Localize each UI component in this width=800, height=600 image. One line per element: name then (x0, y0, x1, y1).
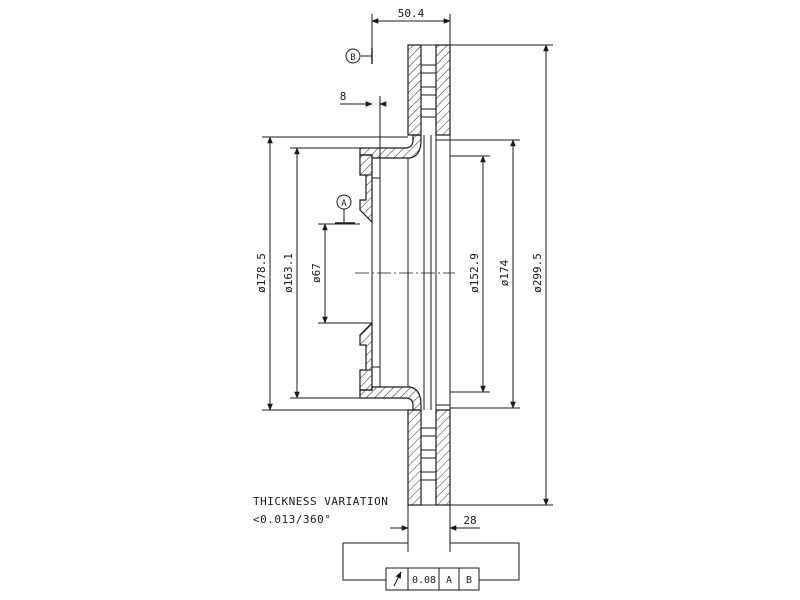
dim-min-thickness: 28 (390, 505, 480, 552)
dim-dia-152-9: ø152.9 (450, 155, 490, 393)
tolerance-datum-2: B (466, 575, 472, 586)
dim-dia-67: ø67 (310, 223, 372, 324)
thickness-variation-title: THICKNESS VARIATION (253, 495, 388, 508)
runout-leader (342, 535, 520, 581)
dim-dia-174: ø174 (450, 139, 520, 409)
hub-face-upper (359, 154, 373, 224)
hub-face-lower (359, 321, 373, 391)
dim-overall-width: 50.4 (371, 7, 451, 60)
upper-inner-plate (435, 44, 451, 136)
tolerance-value: 0.08 (412, 575, 436, 586)
runout-arrow-icon (393, 571, 402, 587)
datum-a-label: A (341, 199, 347, 209)
dim-dia-178-5-label: ø178.5 (255, 253, 268, 293)
dim-dia-163-1: ø163.1 (282, 147, 360, 399)
datum-b-label: B (350, 53, 355, 63)
upper-outer-plate (407, 44, 422, 136)
datum-b: B (345, 48, 373, 64)
dim-hat-offset: 8 (340, 90, 387, 158)
dim-dia-67-label: ø67 (310, 263, 323, 283)
lower-outer-plate (407, 409, 422, 506)
dim-dia-178-5: ø178.5 (255, 136, 408, 411)
dim-min-thickness-label: 28 (463, 514, 476, 527)
thickness-variation-note: THICKNESS VARIATION <0.013/360° (253, 495, 388, 526)
hat-top-flange (359, 134, 422, 159)
dim-dia-299-5: ø299.5 (450, 44, 553, 506)
dim-dia-152-9-label: ø152.9 (468, 253, 481, 293)
vent-channels (420, 44, 437, 506)
hat-bottom-flange (359, 386, 422, 411)
thickness-variation-value: <0.013/360° (253, 513, 331, 526)
dim-dia-163-1-label: ø163.1 (282, 253, 295, 293)
tolerance-datum-1: A (446, 575, 452, 586)
disc-section (359, 44, 451, 506)
dim-overall-width-label: 50.4 (398, 7, 425, 20)
lower-inner-plate (435, 409, 451, 506)
datum-a: A (335, 194, 355, 224)
dim-dia-299-5-label: ø299.5 (531, 253, 544, 293)
feature-control-frame: 0.08 A B (385, 567, 480, 591)
dim-dia-174-label: ø174 (498, 259, 511, 286)
dim-hat-offset-label: 8 (340, 90, 347, 103)
